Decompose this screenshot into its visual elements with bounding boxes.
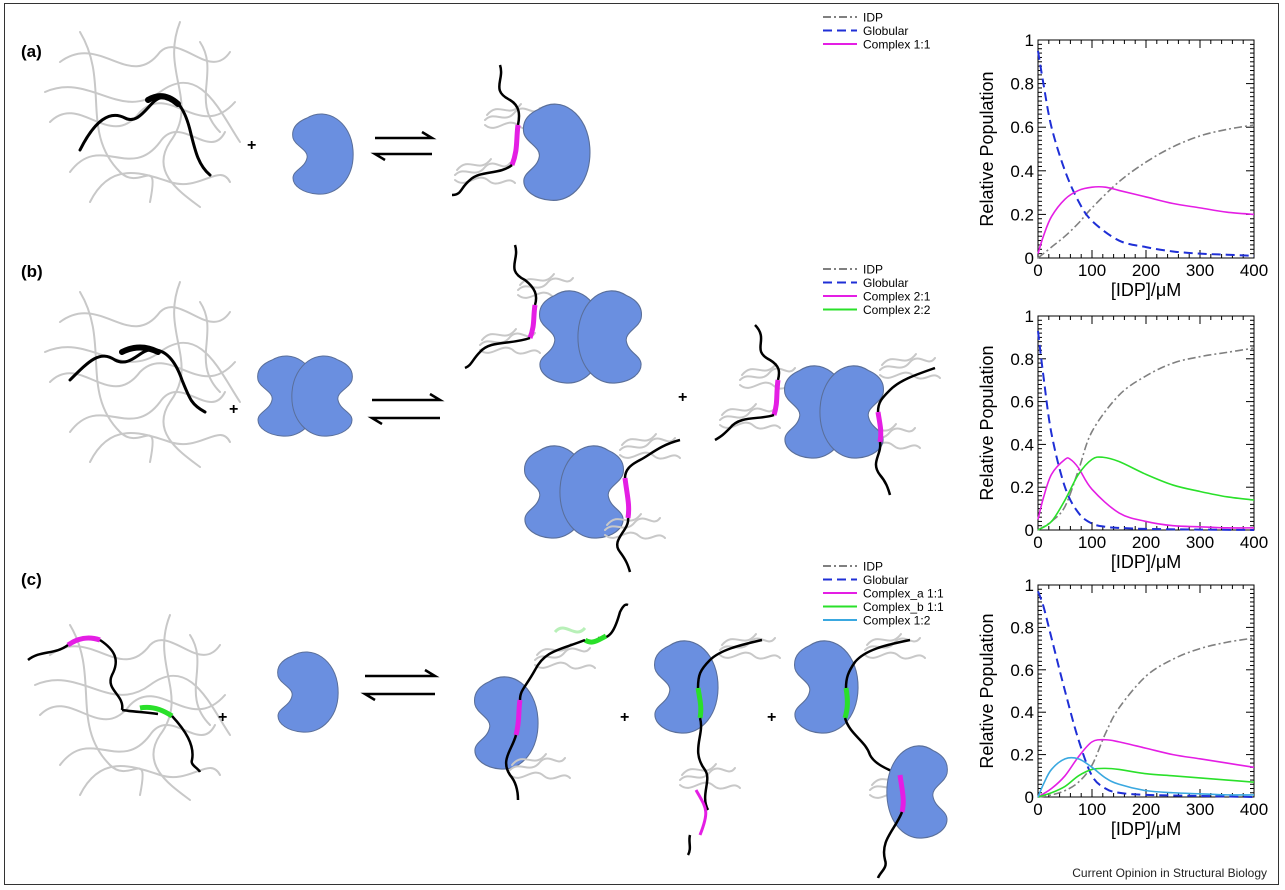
- y-tick-label: 0.2: [1010, 478, 1034, 497]
- series-line: [1037, 637, 1255, 798]
- plus-sign: +: [218, 709, 227, 726]
- x-axis-label: [IDP]/μM: [1111, 280, 1181, 300]
- plus-sign: +: [247, 137, 256, 154]
- y-tick-label: 1: [1025, 307, 1034, 326]
- y-tick-label: 0.6: [1010, 393, 1034, 412]
- series-line: [1037, 591, 1255, 798]
- x-tick-label: 400: [1240, 800, 1268, 819]
- y-tick-label: 1: [1025, 576, 1034, 595]
- x-tick-label: 300: [1186, 800, 1214, 819]
- plot-frame: [1037, 584, 1255, 798]
- panel-label-c: (c): [21, 570, 42, 589]
- y-tick-label: 0.4: [1010, 435, 1034, 454]
- y-tick-label: 0: [1025, 249, 1034, 268]
- series-line: [1037, 50, 1255, 257]
- y-tick-label: 0: [1025, 521, 1034, 540]
- panel-label-a: (a): [21, 42, 42, 61]
- y-tick-label: 0.8: [1010, 75, 1034, 94]
- series-line: [1037, 124, 1255, 259]
- x-tick-label: 0: [1033, 533, 1042, 552]
- series-line: [1037, 347, 1255, 531]
- x-tick-label: 300: [1186, 533, 1214, 552]
- y-tick-label: 0: [1025, 788, 1034, 807]
- x-tick-label: 400: [1240, 261, 1268, 280]
- y-tick-label: 0.6: [1010, 661, 1034, 680]
- credit-text: Current Opinion in Structural Biology: [1072, 866, 1267, 880]
- x-tick-label: 200: [1132, 261, 1160, 280]
- x-tick-label: 100: [1078, 261, 1106, 280]
- x-tick-label: 200: [1132, 800, 1160, 819]
- series-line: [1037, 756, 1255, 798]
- y-axis-label: Relative Population: [977, 613, 997, 768]
- series-line: [1037, 457, 1255, 529]
- x-tick-label: 400: [1240, 533, 1268, 552]
- x-tick-label: 300: [1186, 261, 1214, 280]
- x-tick-label: 200: [1132, 533, 1160, 552]
- plot-frame: [1037, 39, 1255, 259]
- panel-label-b: (b): [21, 262, 43, 281]
- plus-sign: +: [767, 709, 776, 726]
- x-tick-label: 0: [1033, 261, 1042, 280]
- y-tick-label: 0.8: [1010, 350, 1034, 369]
- series-line: [1037, 185, 1255, 254]
- y-tick-label: 1: [1025, 31, 1034, 50]
- y-tick-label: 0.4: [1010, 703, 1034, 722]
- plus-sign: +: [229, 401, 238, 418]
- x-tick-label: 100: [1078, 800, 1106, 819]
- y-tick-label: 0.2: [1010, 205, 1034, 224]
- y-axis-label: Relative Population: [977, 345, 997, 500]
- series-line: [1037, 330, 1255, 531]
- plus-sign: +: [620, 709, 629, 726]
- y-axis-label: Relative Population: [977, 71, 997, 226]
- plus-sign: +: [678, 389, 687, 406]
- x-axis-label: [IDP]/μM: [1111, 552, 1181, 572]
- x-tick-label: 0: [1033, 800, 1042, 819]
- y-tick-label: 0.4: [1010, 162, 1034, 181]
- series-line: [1037, 767, 1255, 798]
- figure-frame: [4, 3, 1279, 885]
- y-tick-label: 0.8: [1010, 618, 1034, 637]
- series-line: [1037, 456, 1255, 531]
- y-tick-label: 0.2: [1010, 746, 1034, 765]
- x-tick-label: 100: [1078, 533, 1106, 552]
- x-axis-label: [IDP]/μM: [1111, 819, 1181, 839]
- plot-frame: [1037, 315, 1255, 531]
- series-line: [1037, 738, 1255, 798]
- y-tick-label: 0.6: [1010, 118, 1034, 137]
